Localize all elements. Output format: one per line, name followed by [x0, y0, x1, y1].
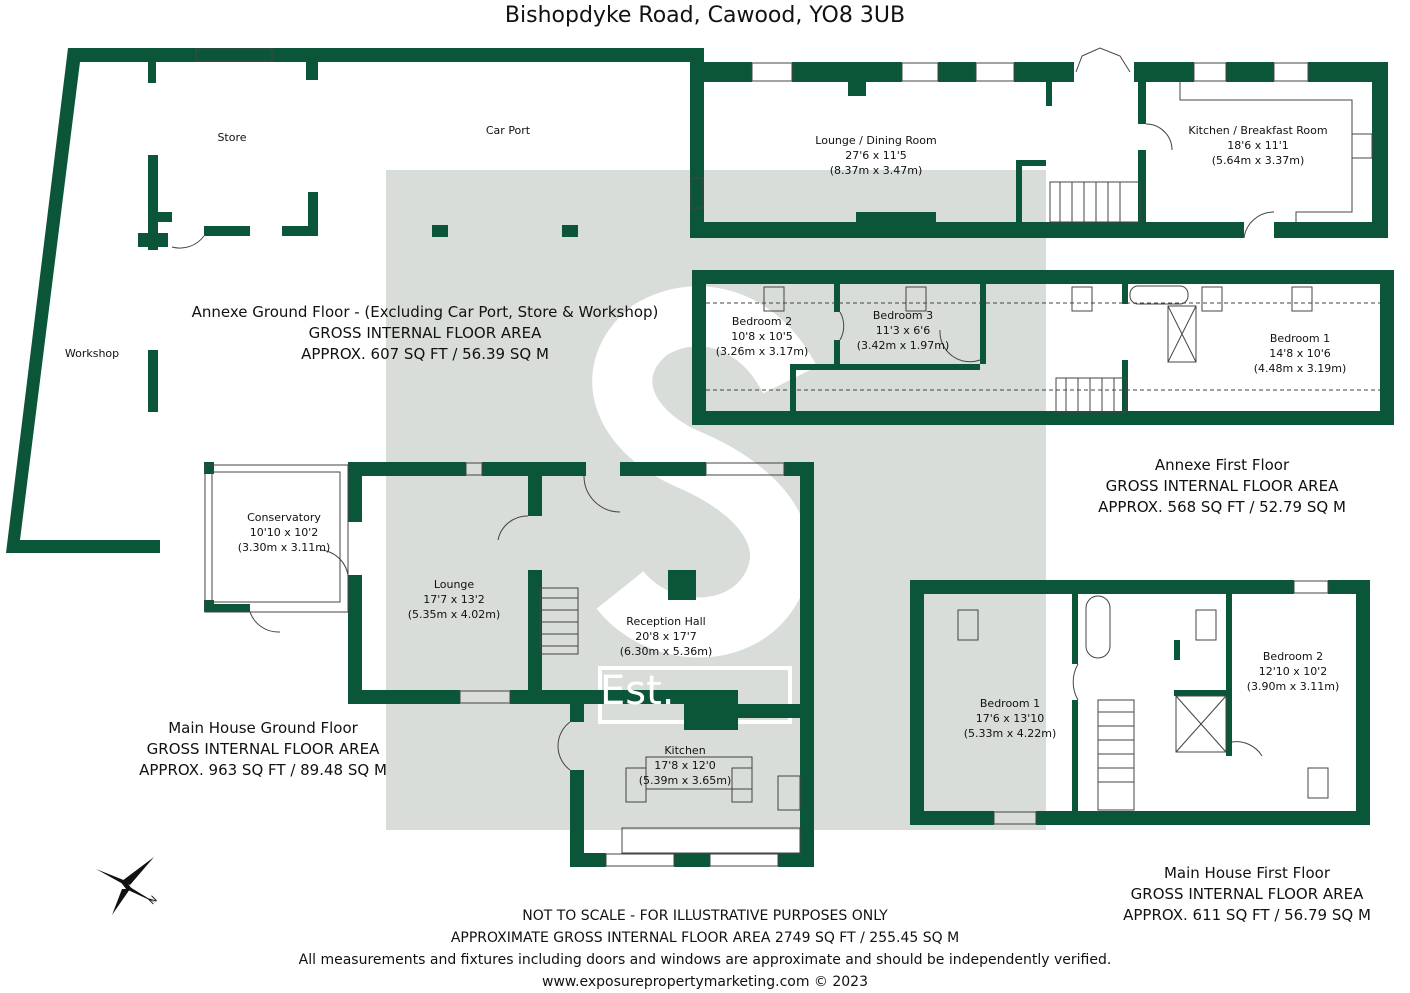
summary-main-first: Main House First Floor GROSS INTERNAL FL…: [1097, 863, 1397, 926]
summary-heading: Annexe Ground Floor - (Excluding Car Por…: [191, 303, 659, 321]
room-main-bedroom-2: Bedroom 2 12'10 x 10'2 (3.90m x 3.11m): [1233, 649, 1353, 694]
watermark: [386, 170, 1046, 830]
room-imperial: 14'8 x 10'6: [1269, 347, 1331, 360]
summary-area: APPROX. 568 SQ FT / 52.79 SQ M: [1098, 498, 1346, 516]
room-name: Bedroom 1: [979, 697, 1041, 710]
room-metric: (3.42m x 1.97m): [856, 339, 950, 352]
room-imperial: 20'8 x 17'7: [635, 630, 697, 643]
watermark-badge: Est.: [600, 668, 675, 714]
summary-annexe-first: Annexe First Floor GROSS INTERNAL FLOOR …: [1072, 455, 1372, 518]
watermark-badge-text: Est.: [600, 668, 675, 714]
summary-annexe-ground: Annexe Ground Floor - (Excluding Car Por…: [175, 302, 675, 365]
room-metric: (4.48m x 3.19m): [1253, 362, 1347, 375]
room-imperial: 12'10 x 10'2: [1258, 665, 1328, 678]
room-imperial: 17'8 x 12'0: [654, 759, 716, 772]
room-main-bedroom-1: Bedroom 1 17'6 x 13'10 (5.33m x 4.22m): [950, 696, 1070, 741]
room-name: Lounge / Dining Room: [815, 134, 937, 147]
room-name: Lounge: [433, 578, 475, 591]
room-imperial: 17'7 x 13'2: [423, 593, 485, 606]
compass-icon: [96, 857, 156, 915]
room-reception-hall: Reception Hall 20'8 x 17'7 (6.30m x 5.36…: [606, 614, 726, 659]
room-metric: (3.26m x 3.17m): [715, 345, 809, 358]
summary-gross: GROSS INTERNAL FLOOR AREA: [1105, 477, 1339, 495]
fixtures: [171, 47, 1380, 867]
summary-area: APPROX. 611 SQ FT / 56.79 SQ M: [1123, 906, 1371, 924]
room-kitchen-breakfast: Kitchen / Breakfast Room 18'6 x 11'1 (5.…: [1158, 123, 1358, 168]
room-imperial: 18'6 x 11'1: [1227, 139, 1289, 152]
room-imperial: 10'8 x 10'5: [731, 330, 793, 343]
store-label: Store: [217, 131, 247, 144]
room-metric: (5.35m x 4.02m): [407, 608, 501, 621]
summary-area: APPROX. 963 SQ FT / 89.48 SQ M: [139, 761, 387, 779]
room-metric: (3.30m x 3.11m): [237, 541, 331, 554]
walls: [6, 48, 1394, 867]
summary-heading: Main House First Floor: [1163, 864, 1330, 882]
summary-gross: GROSS INTERNAL FLOOR AREA: [1130, 885, 1364, 903]
room-name: Conservatory: [247, 511, 321, 524]
footer-note: All measurements and fixtures including …: [298, 952, 1112, 968]
summary-main-ground: Main House Ground Floor GROSS INTERNAL F…: [113, 718, 413, 781]
room-imperial: 11'3 x 6'6: [875, 324, 931, 337]
room-name: Kitchen: [664, 744, 706, 757]
footer-total-area: APPROXIMATE GROSS INTERNAL FLOOR AREA 27…: [450, 930, 960, 946]
room-imperial: 27'6 x 11'5: [845, 149, 907, 162]
room-kitchen: Kitchen 17'8 x 12'0 (5.39m x 3.65m): [625, 743, 745, 788]
room-name: Bedroom 1: [1269, 332, 1331, 345]
room-metric: (5.64m x 3.37m): [1211, 154, 1305, 167]
summary-gross: GROSS INTERNAL FLOOR AREA: [308, 324, 542, 342]
workshop-label: Workshop: [64, 347, 120, 360]
room-conservatory: Conservatory 10'10 x 10'2 (3.30m x 3.11m…: [224, 510, 344, 555]
footer: NOT TO SCALE - FOR ILLUSTRATIVE PURPOSES…: [0, 905, 1410, 993]
room-metric: (8.37m x 3.47m): [829, 164, 923, 177]
footer-website: www.exposurepropertymarketing.com © 2023: [542, 974, 868, 990]
summary-heading: Main House Ground Floor: [168, 719, 358, 737]
summary-area: APPROX. 607 SQ FT / 56.39 SQ M: [301, 345, 549, 363]
room-annexe-bedroom-2: Bedroom 2 10'8 x 10'5 (3.26m x 3.17m): [702, 314, 822, 359]
room-lounge: Lounge 17'7 x 13'2 (5.35m x 4.02m): [394, 577, 514, 622]
room-annexe-bedroom-3: Bedroom 3 11'3 x 6'6 (3.42m x 1.97m): [843, 308, 963, 353]
room-name: Bedroom 2: [1262, 650, 1324, 663]
room-metric: (6.30m x 5.36m): [619, 645, 713, 658]
room-metric: (5.39m x 3.65m): [638, 774, 732, 787]
summary-heading: Annexe First Floor: [1154, 456, 1290, 474]
room-name: Bedroom 3: [872, 309, 934, 322]
footer-disclaimer: NOT TO SCALE - FOR ILLUSTRATIVE PURPOSES…: [522, 908, 888, 924]
room-name: Bedroom 2: [731, 315, 793, 328]
room-metric: (3.90m x 3.11m): [1246, 680, 1340, 693]
room-metric: (5.33m x 4.22m): [963, 727, 1057, 740]
car-port-label: Car Port: [485, 124, 531, 137]
page-title: Bishopdyke Road, Cawood, YO8 3UB: [504, 3, 906, 28]
room-imperial: 10'10 x 10'2: [249, 526, 319, 539]
room-annexe-bedroom-1: Bedroom 1 14'8 x 10'6 (4.48m x 3.19m): [1240, 331, 1360, 376]
room-lounge-dining: Lounge / Dining Room 27'6 x 11'5 (8.37m …: [776, 133, 976, 178]
room-name: Kitchen / Breakfast Room: [1188, 124, 1328, 137]
room-name: Reception Hall: [626, 615, 706, 628]
room-imperial: 17'6 x 13'10: [975, 712, 1045, 725]
summary-gross: GROSS INTERNAL FLOOR AREA: [146, 740, 380, 758]
